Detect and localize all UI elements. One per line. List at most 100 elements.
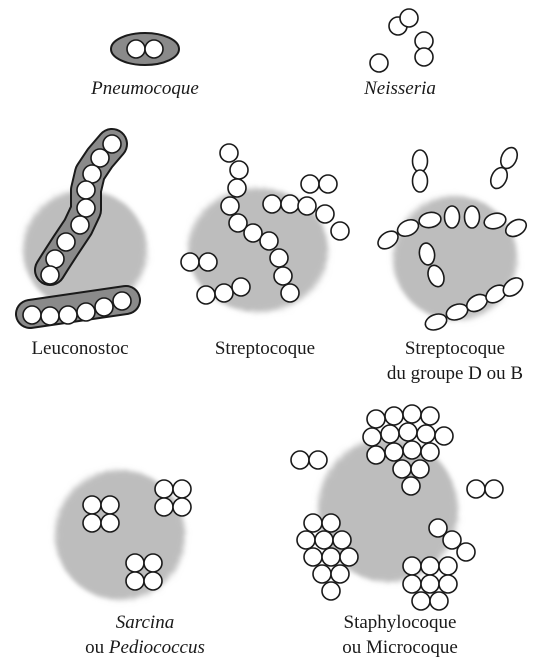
leuconostoc-cell <box>41 266 59 284</box>
staph-cell <box>304 514 322 532</box>
streptocoque-cell <box>319 175 337 193</box>
staph-cell <box>331 565 349 583</box>
strep-d-cell <box>413 170 428 192</box>
staph-cell <box>417 425 435 443</box>
neisseria-cell <box>370 54 388 72</box>
leuconostoc-cell <box>23 306 41 324</box>
label-pneumocoque: Pneumocoque <box>70 78 220 100</box>
label-sarcina-line1: Sarcina <box>70 612 220 634</box>
sarcina-cell <box>83 514 101 532</box>
streptocoque-cell <box>230 161 248 179</box>
staph-cell <box>309 451 327 469</box>
staph-cell <box>367 446 385 464</box>
streptocoque-cell <box>331 222 349 240</box>
sarcina-cell <box>155 480 173 498</box>
label-strep-d-line1: Streptocoque <box>375 338 535 360</box>
neisseria-cell <box>400 9 418 27</box>
sarcina-cell <box>173 480 191 498</box>
staph-cell <box>467 480 485 498</box>
staph-cell <box>403 557 421 575</box>
streptocoque-cell <box>270 249 288 267</box>
staph-cell <box>381 425 399 443</box>
leuconostoc-cell <box>77 181 95 199</box>
sarcina-cell <box>101 514 119 532</box>
staph-cell <box>402 477 420 495</box>
streptocoque-cell <box>244 224 262 242</box>
staph-cell <box>340 548 358 566</box>
streptocoque-cell <box>260 232 278 250</box>
sarcina-cell <box>144 572 162 590</box>
streptocoque-cell <box>263 195 281 213</box>
staph-cell <box>322 514 340 532</box>
staph-cell <box>363 428 381 446</box>
sarcina-cell <box>155 498 173 516</box>
staph-cell <box>322 548 340 566</box>
strep-d-cell <box>465 206 480 228</box>
staph-cell <box>385 407 403 425</box>
staph-cell <box>385 443 403 461</box>
streptocoque-cell <box>197 286 215 304</box>
streptocoque-cell <box>316 205 334 223</box>
leuconostoc-cell <box>57 233 75 251</box>
streptocoque-cell <box>220 144 238 162</box>
staph-cell <box>439 557 457 575</box>
strep-d-cell <box>445 206 460 228</box>
staph-cell <box>315 531 333 549</box>
streptocoque-cell <box>232 278 250 296</box>
staph-cell <box>399 423 417 441</box>
sarcina-cell <box>126 572 144 590</box>
staph-cell <box>403 441 421 459</box>
staph-cell <box>435 427 453 445</box>
streptocoque-cell <box>221 197 239 215</box>
label-neisseria: Neisseria <box>335 78 465 100</box>
pneumocoque-cell <box>145 40 163 58</box>
staph-cell <box>322 582 340 600</box>
streptocoque-cell <box>181 253 199 271</box>
staph-cell <box>421 443 439 461</box>
staph-cell <box>393 460 411 478</box>
sarcina-cell <box>126 554 144 572</box>
sarcina-cell <box>144 554 162 572</box>
label-staph-line1: Staphylocoque <box>320 612 480 634</box>
sarcina-cell <box>83 496 101 514</box>
staph-cell <box>403 405 421 423</box>
staph-cell <box>457 543 475 561</box>
leuconostoc-cell <box>77 303 95 321</box>
leuconostoc-cell <box>59 306 77 324</box>
staph-cell <box>421 575 439 593</box>
staph-cell <box>304 548 322 566</box>
streptocoque-cell <box>281 284 299 302</box>
staph-cell <box>439 575 457 593</box>
streptocoque-cell <box>281 195 299 213</box>
label-leuconostoc: Leuconostoc <box>5 338 155 360</box>
streptocoque-cell <box>301 175 319 193</box>
strep-d-cell <box>413 150 428 172</box>
staph-cell <box>403 575 421 593</box>
sarcina-cell <box>173 498 191 516</box>
leuconostoc-cell <box>77 199 95 217</box>
pneumocoque-cell <box>127 40 145 58</box>
streptocoque-cell <box>298 197 316 215</box>
leuconostoc-cell <box>41 307 59 325</box>
streptocoque-cell <box>274 267 292 285</box>
streptocoque-cell <box>199 253 217 271</box>
neisseria-drawing <box>370 9 433 72</box>
neisseria-cell <box>415 48 433 66</box>
staph-cell <box>297 531 315 549</box>
sarcina-cell <box>101 496 119 514</box>
staph-cell <box>412 592 430 610</box>
streptocoque-cell <box>228 179 246 197</box>
staph-cell <box>367 410 385 428</box>
label-staph-line2: ou Microcoque <box>320 637 480 659</box>
staph-cell <box>291 451 309 469</box>
staph-cell <box>430 592 448 610</box>
label-sarcina-prefix: ou <box>85 637 109 658</box>
leuconostoc-cell <box>71 216 89 234</box>
leuconostoc-cell <box>113 292 131 310</box>
staph-cell <box>313 565 331 583</box>
label-sarcina-name: Pediococcus <box>109 637 205 658</box>
label-strep-d-line2: du groupe D ou B <box>375 363 535 385</box>
staph-cell <box>485 480 503 498</box>
staph-cell <box>421 557 439 575</box>
staph-cell <box>421 407 439 425</box>
